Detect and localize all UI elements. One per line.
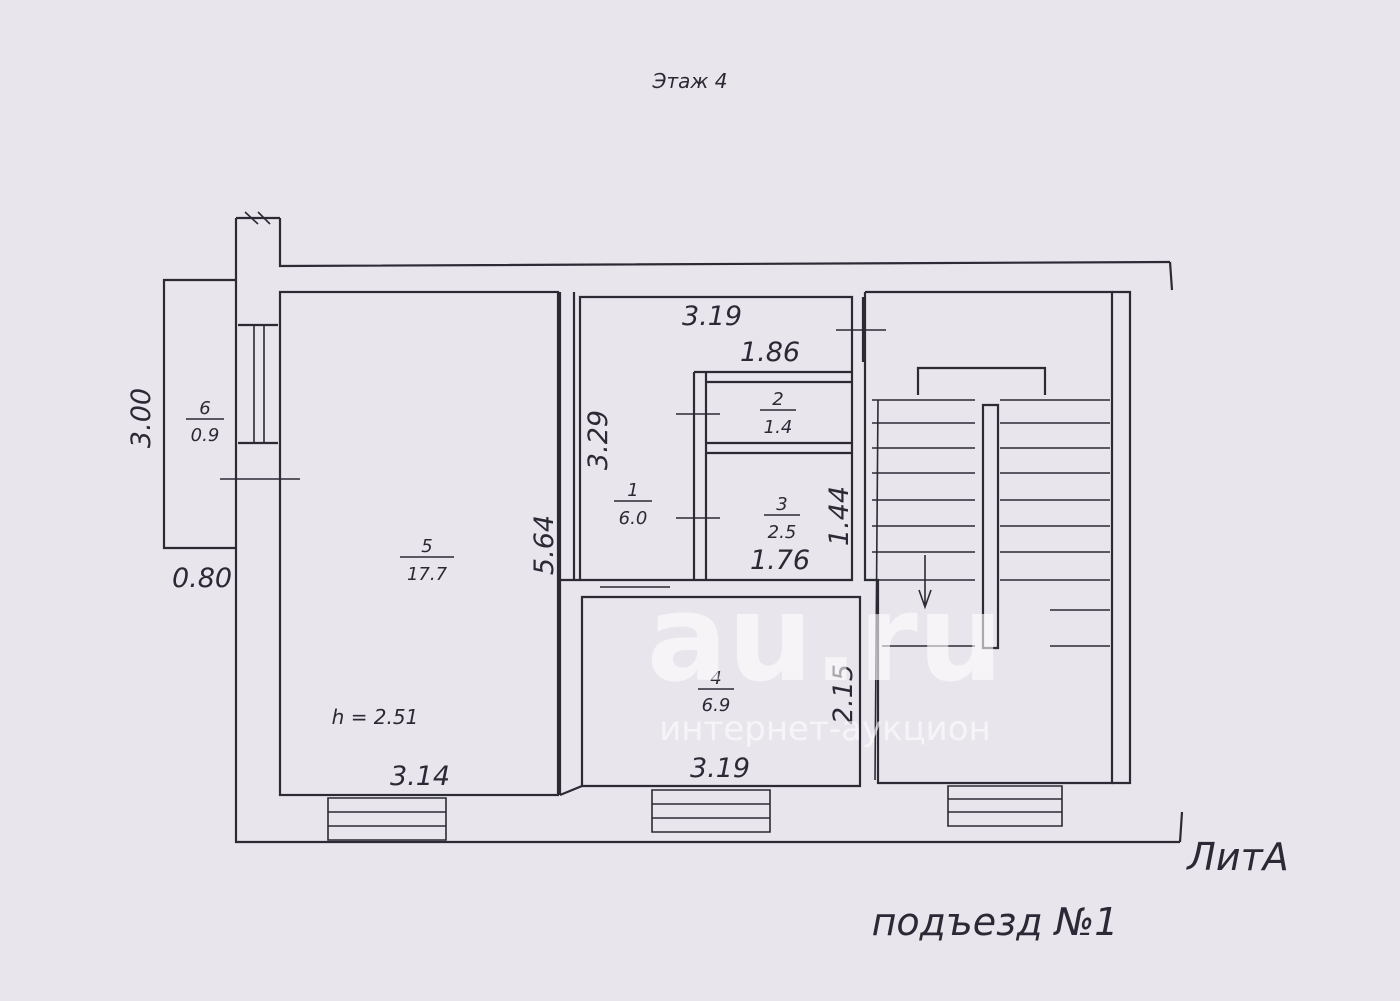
room-6-label: 6 0.9: [186, 398, 224, 446]
svg-text:5: 5: [421, 536, 432, 557]
room-5-outline: [278, 290, 560, 797]
watermark-logo: au.ru: [647, 570, 1004, 709]
svg-text:2.5: 2.5: [768, 522, 797, 543]
door-marks: [600, 329, 886, 588]
dim-room1-height: 3.29: [583, 410, 614, 470]
dim-balcony-offset: 0.80: [172, 563, 232, 594]
dim-room5-width: 3.14: [390, 761, 450, 792]
dim-room3-height: 1.44: [824, 486, 855, 546]
svg-text:2: 2: [772, 389, 783, 410]
dim-room4-height: 2.15: [828, 664, 859, 724]
svg-text:6.0: 6.0: [619, 508, 648, 529]
dim-room5-height: 5.64: [529, 515, 560, 575]
room-4-outline: [558, 292, 862, 797]
dim-room4-width: 3.19: [690, 753, 750, 784]
dim-room1-top: 3.19: [682, 301, 742, 332]
dim-room3-width: 1.76: [750, 545, 810, 576]
entrance-label: подъезд №1: [872, 900, 1119, 944]
room-1-outline: [578, 295, 865, 582]
room-2-label: 2 1.4: [760, 389, 796, 438]
svg-text:17.7: 17.7: [407, 564, 448, 585]
staircase: [863, 290, 1132, 785]
balcony-outline: [162, 278, 300, 550]
svg-text:6.9: 6.9: [702, 695, 731, 716]
outer-walls: [234, 211, 1184, 844]
dim-balcony-height: 3.00: [126, 388, 157, 448]
svg-text:1: 1: [627, 480, 638, 501]
svg-text:1.4: 1.4: [764, 417, 793, 438]
ceiling-height: h = 2.51: [332, 705, 419, 729]
svg-text:4: 4: [710, 668, 721, 689]
room-4-label: 4 6.9: [698, 668, 734, 716]
floor-label: Этаж 4: [652, 69, 728, 93]
room-5-label: 5 17.7: [400, 536, 454, 585]
svg-text:3: 3: [776, 494, 787, 515]
room-3-label: 3 2.5: [764, 494, 800, 543]
dim-storage-width: 1.86: [740, 337, 800, 368]
svg-text:0.9: 0.9: [191, 425, 220, 446]
windows: [327, 785, 1063, 841]
room-1-label: 1 6.0: [614, 480, 652, 529]
svg-text:6: 6: [199, 398, 210, 419]
watermark-subtitle: интернет-аукцион: [659, 709, 991, 749]
lit-label: ЛитА: [1185, 835, 1288, 879]
